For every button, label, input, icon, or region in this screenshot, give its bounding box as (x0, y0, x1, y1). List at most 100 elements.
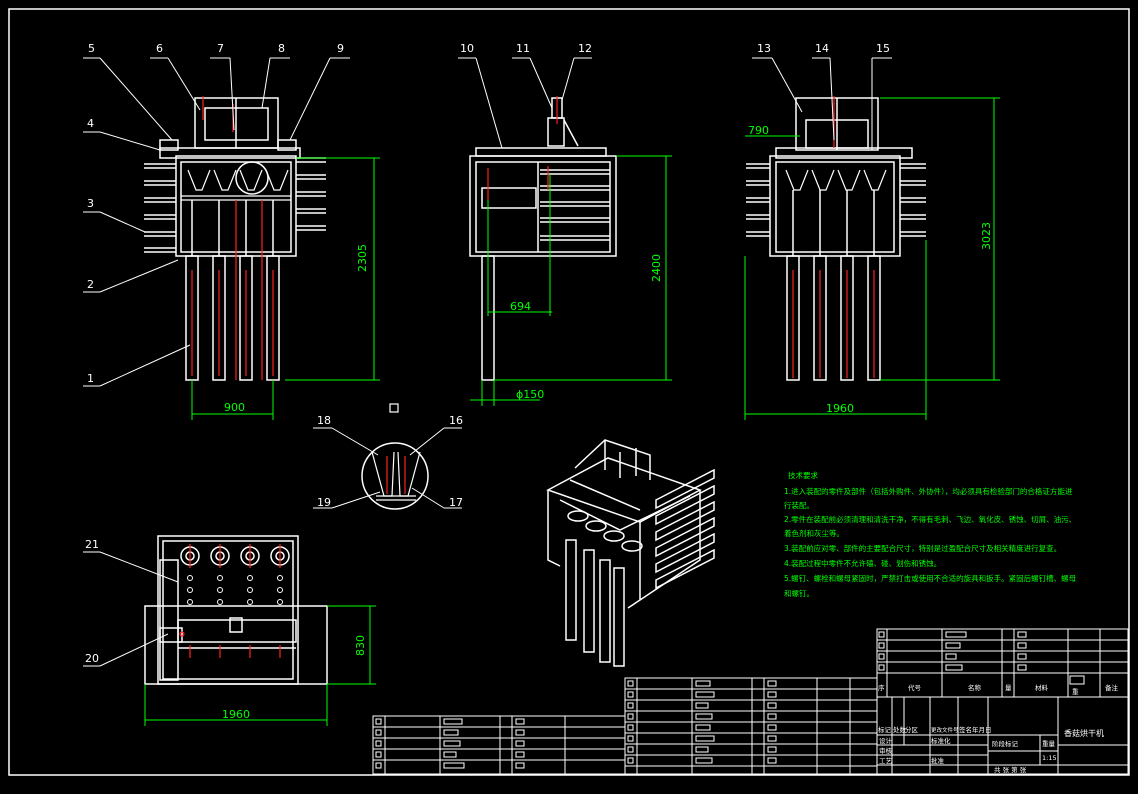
side-view (469, 97, 617, 381)
right-leaders (752, 57, 892, 150)
balloon-19: 19 (317, 496, 331, 509)
balloon-4: 4 (87, 117, 94, 130)
isometric-view (546, 439, 715, 667)
right-right-shelves (900, 163, 926, 237)
tb-standardization: 标准化 (931, 736, 951, 745)
tech-req-3: 3.装配前应对零、部件的主要配合尺寸，特别是过盈配合尺寸及相关精度进行复查。 (784, 543, 1061, 553)
tb-col-zone: 分区 (905, 725, 919, 734)
front-tubes (185, 200, 280, 381)
tb-stage-label: 阶段标记 (992, 739, 1019, 748)
tech-req-5a: 5.螺钉、螺栓和螺母紧固时，严禁打击或使用不合适的旋具和扳手。紧固后螺钉槽、螺母 (784, 573, 1077, 583)
side-motor (547, 117, 565, 147)
technical-requirements: 技术要求 1.进入装配的零件及部件（包括外购件、外协件），均必须具有检验部门的合… (784, 470, 1077, 598)
side-centerlines (487, 96, 558, 200)
bom-table-left (372, 715, 626, 775)
small-mark (389, 403, 399, 413)
dim-right-width: 1960 (826, 402, 854, 415)
detail-leaders (313, 427, 462, 509)
balloon-6: 6 (156, 42, 163, 55)
top-red-marks (179, 544, 281, 658)
right-left-shelves (746, 163, 770, 237)
balloon-16: 16 (449, 414, 463, 427)
tb-col-count: 处数 (893, 725, 907, 734)
drawing-border (8, 8, 1130, 776)
tech-req-1b: 行装配。 (784, 500, 814, 510)
tech-req-2a: 2.零件在装配前必须清理和清洗干净，不得有毛刺、飞边、氧化皮、锈蚀、切屑、油污、 (784, 514, 1076, 524)
balloon-21: 21 (85, 538, 99, 551)
right-tubes (786, 190, 881, 381)
dim-right-top-offset: 790 (748, 124, 769, 137)
bom-table-right (876, 628, 1129, 698)
balloon-11: 11 (516, 42, 530, 55)
parts-col-seq: 序 (878, 683, 885, 692)
tb-row-approve: 批准 (931, 756, 945, 765)
bom-table-middle (624, 677, 878, 775)
balloon-12: 12 (578, 42, 592, 55)
tb-col-change-doc: 更改文件号 (931, 726, 959, 734)
front-balloons: 5 6 7 8 9 4 3 2 1 (87, 42, 344, 385)
side-balloons: 10 11 12 (460, 42, 592, 55)
top-leaders (83, 551, 179, 667)
tb-weight-label: 重量 (1042, 740, 1056, 748)
side-dimensions (470, 155, 672, 406)
title-block (876, 696, 1129, 775)
parts-col-name: 名称 (968, 683, 982, 692)
dim-right-height: 3023 (980, 222, 993, 250)
right-balloons: 13 14 15 (757, 42, 890, 55)
parts-col-material: 材料 (1035, 683, 1049, 692)
right-dimensions (744, 97, 1000, 420)
top-dimensions (144, 605, 376, 726)
tech-req-2b: 着色剂和灰尘等。 (784, 528, 844, 538)
detail-circle-front (235, 161, 269, 195)
front-right-shelves (296, 157, 326, 231)
tb-scale-value: 1:15 (1042, 754, 1057, 762)
balloon-10: 10 (460, 42, 474, 55)
balloon-8: 8 (278, 42, 285, 55)
balloon-3: 3 (87, 197, 94, 210)
balloon-9: 9 (337, 42, 344, 55)
tb-sheet-label: 共 张 第 张 (994, 765, 1027, 774)
parts-col-code: 代号 (908, 683, 922, 692)
front-centerlines (191, 96, 274, 380)
dim-top-height: 830 (354, 635, 367, 656)
dim-side-height: 2400 (650, 254, 663, 282)
tech-req-title: 技术要求 (788, 470, 818, 480)
balloon-15: 15 (876, 42, 890, 55)
balloon-17: 17 (449, 496, 463, 509)
dim-side-diameter: ϕ150 (516, 388, 544, 401)
dim-front-width: 900 (224, 401, 245, 414)
top-view (144, 535, 328, 685)
tb-col-date: 年月日 (972, 725, 992, 734)
balloon-7: 7 (217, 42, 224, 55)
side-main-box (469, 155, 617, 257)
tb-col-mark: 标记 (878, 725, 892, 734)
tech-req-5b: 和螺钉。 (784, 588, 814, 598)
balloon-13: 13 (757, 42, 771, 55)
front-dimensions (191, 157, 380, 420)
parts-col-qty: 量 (1005, 684, 1012, 692)
tech-req-1a: 1.进入装配的零件及部件（包括外购件、外协件），均必须具有检验部门的合格证方能进 (784, 486, 1073, 496)
tb-col-sign: 签名 (959, 725, 972, 734)
title-block-labels: 香菇烘干机 标记 处数 分区 更改文件号 签名 年月日 设计 标准化 审核 工艺… (878, 725, 1104, 774)
right-main-box (769, 155, 901, 257)
tech-req-4: 4.装配过程中零件不允许磕、碰、划伤和锈蚀。 (784, 558, 941, 568)
top-main-frame (157, 535, 299, 685)
dim-top-width: 1960 (222, 708, 250, 721)
balloon-1: 1 (87, 372, 94, 385)
tb-row-process: 工艺 (879, 757, 893, 765)
balloon-18: 18 (317, 414, 331, 427)
tb-row-design: 设计 (879, 736, 893, 745)
dim-front-height: 2305 (356, 244, 369, 272)
front-left-shelves (144, 163, 176, 253)
top-balloons: 21 20 (85, 538, 99, 665)
drawing-name: 香菇烘干机 (1064, 728, 1104, 738)
balloon-5: 5 (88, 42, 95, 55)
bom-header-labels: 序 代号 名称 量 材料 重 备注 (878, 683, 1119, 696)
side-leaders (458, 57, 592, 149)
parts-col-weight: 重 (1072, 688, 1079, 696)
dim-side-offset: 694 (510, 300, 531, 313)
front-leaders (83, 57, 350, 387)
balloon-2: 2 (87, 278, 94, 291)
parts-col-remark: 备注 (1105, 683, 1119, 692)
